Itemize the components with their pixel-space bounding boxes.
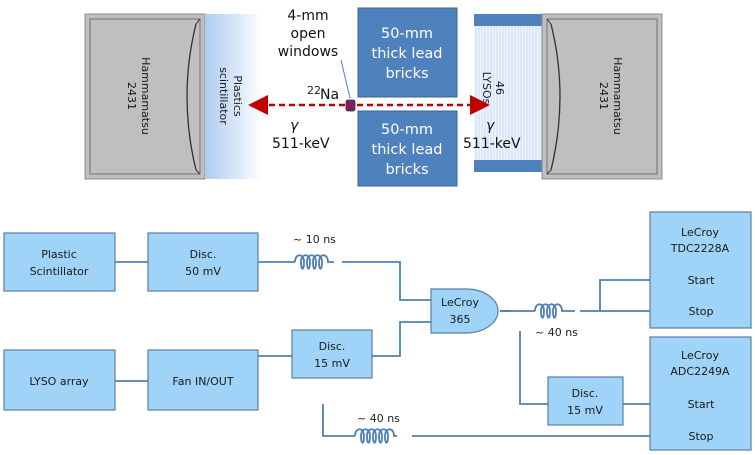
windows-pointer <box>340 59 351 99</box>
gamma-left-energy: 511-keV <box>272 136 330 152</box>
tdc-box: LeCroy TDC2228A Start Stop <box>649 211 752 329</box>
adc-box: LeCroy ADC2249A Start Stop <box>649 336 752 451</box>
na22-source: 22 Na <box>307 84 356 112</box>
adc-start-label: Start <box>688 398 716 411</box>
and-gate-lecroy-365: LeCroy 365 <box>430 288 499 334</box>
disc15a-line2: 15 mV <box>314 357 350 370</box>
pmt-right: Hammamatsu 2431 <box>541 13 663 180</box>
pmt-left-name: Hammamatsu <box>139 57 152 135</box>
tdc-start-label: Start <box>688 274 716 287</box>
source-capsule <box>345 99 356 112</box>
lead-bottom-3: bricks <box>385 162 428 178</box>
lyso-array: 46 LYSOs <box>474 14 542 172</box>
lead-top-2: thick lead <box>372 46 443 62</box>
pmt-left-model: 2431 <box>125 82 138 110</box>
windows-label-2: open <box>291 26 326 42</box>
delay-40b-label: ~ 40 ns <box>357 412 400 425</box>
gamma-left-symbol: γ <box>290 118 299 134</box>
delay-coil-40ns-a <box>534 303 575 319</box>
plastic-label-2: scintillator <box>217 67 230 125</box>
disc50-line2: 50 mV <box>185 265 221 278</box>
pmt-right-name: Hammamatsu <box>611 57 624 135</box>
lyso-array-box: LYSO array <box>3 349 116 411</box>
windows-annotation: 4-mm open windows <box>278 8 351 99</box>
delay-coil-10ns <box>294 254 334 270</box>
disc-15mv-box-a: Disc. 15 mV <box>291 329 373 379</box>
plastic-scintillator-box: Plastic Scintillator <box>3 232 116 292</box>
lead-bottom-2: thick lead <box>372 142 443 158</box>
plastic-scintillator: Plastics scintillator <box>205 14 263 179</box>
lyso-box-label: LYSO array <box>29 375 89 388</box>
delay-10-label: ~ 10 ns <box>293 233 336 246</box>
lyso-label-2: LYSOs <box>480 72 493 105</box>
lead-brick-bottom: 50-mm thick lead bricks <box>357 110 458 187</box>
adc-line1: LeCroy <box>681 349 719 362</box>
lead-bottom-1: 50-mm <box>381 122 433 138</box>
disc15b-line2: 15 mV <box>567 404 603 417</box>
adc-line2: ADC2249A <box>670 365 730 378</box>
disc-15mv-box-b: Disc. 15 mV <box>547 376 624 426</box>
and-gate-line1: LeCroy <box>441 296 479 309</box>
disc15a-line1: Disc. <box>319 340 346 353</box>
gamma-right-symbol: γ <box>486 118 495 134</box>
tdc-stop-label: Stop <box>688 305 713 318</box>
pmt-left: Hammamatsu 2431 <box>84 13 206 180</box>
disc50-line1: Disc. <box>190 248 217 261</box>
tdc-line1: LeCroy <box>681 226 719 239</box>
lead-brick-top: 50-mm thick lead bricks <box>357 7 458 98</box>
windows-label-3: windows <box>278 44 338 60</box>
gamma-right-energy: 511-keV <box>463 136 521 152</box>
delay-40a-label: ~ 40 ns <box>535 326 578 339</box>
delay-coil-40ns-b <box>354 428 397 444</box>
adc-stop-label: Stop <box>688 430 713 443</box>
fan-in-out-box: Fan IN/OUT <box>147 349 259 411</box>
windows-label-1: 4-mm <box>287 8 328 24</box>
disc15b-line1: Disc. <box>572 387 599 400</box>
tdc-line2: TDC2228A <box>670 242 730 255</box>
source-superscript: 22 <box>307 84 321 97</box>
fan-box-label: Fan IN/OUT <box>172 375 233 388</box>
lyso-label-1: 46 <box>493 81 506 95</box>
plastic-box-line2: Scintillator <box>30 265 89 278</box>
lead-top-3: bricks <box>385 66 428 82</box>
source-label: Na <box>320 87 339 103</box>
plastic-box-line1: Plastic <box>41 248 77 261</box>
and-gate-line2: 365 <box>450 313 471 326</box>
lead-top-1: 50-mm <box>381 26 433 42</box>
pmt-right-model: 2431 <box>597 82 610 110</box>
disc-50mv-box: Disc. 50 mV <box>147 232 259 292</box>
plastic-label-1: Plastics <box>231 75 244 117</box>
